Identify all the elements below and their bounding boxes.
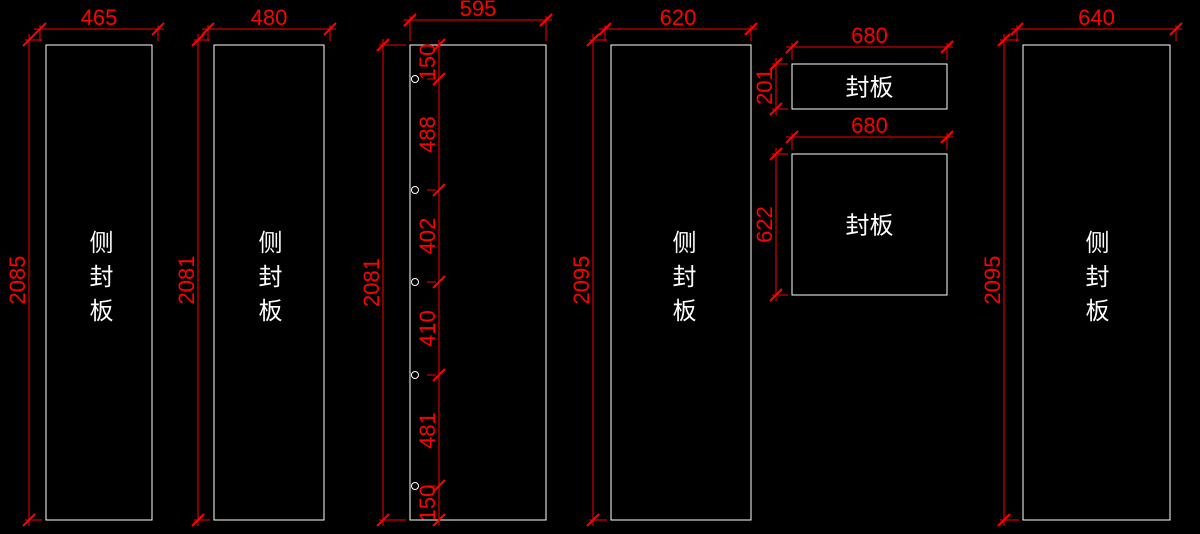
dimension-tick bbox=[785, 130, 799, 144]
hinge-hole-icon bbox=[411, 75, 419, 83]
width-dimension-text: 680 bbox=[851, 113, 888, 138]
height-dimension-text: 2081 bbox=[359, 258, 384, 307]
dimension-tick bbox=[769, 57, 783, 71]
dimension-tick bbox=[432, 479, 446, 493]
panel-outline bbox=[1022, 44, 1171, 521]
panel-outline bbox=[610, 44, 752, 521]
dimension-tick bbox=[376, 513, 390, 527]
width-dimension-text: 465 bbox=[81, 5, 118, 30]
dimension-tick bbox=[744, 22, 758, 36]
panel-label: 侧封板 bbox=[85, 230, 113, 332]
dimension-tick bbox=[33, 22, 47, 36]
panel-5: 680 201 封板 bbox=[752, 23, 954, 116]
dimension-tick bbox=[191, 513, 205, 527]
dimension-tick bbox=[769, 102, 783, 116]
panel-outline bbox=[791, 153, 948, 296]
dimension-tick bbox=[997, 513, 1011, 527]
hinge-hole-icon bbox=[411, 186, 419, 194]
panel-1: 465 2085 侧封板 bbox=[5, 5, 165, 527]
panel-7: 640 2095 侧封板 bbox=[980, 5, 1183, 527]
height-dimension-text: 2085 bbox=[5, 256, 30, 305]
dimension-tick bbox=[432, 275, 446, 289]
hinge-hole-icon bbox=[411, 371, 419, 379]
panel-label: 封板 bbox=[846, 212, 894, 240]
dimension-tick bbox=[22, 33, 36, 47]
segment-dimension-text: 488 bbox=[415, 116, 440, 153]
dimension-tick bbox=[586, 513, 600, 527]
dimension-tick bbox=[432, 38, 446, 52]
dimension-tick bbox=[432, 368, 446, 382]
dimension-tick bbox=[432, 513, 446, 527]
hinge-hole-icon bbox=[411, 482, 419, 490]
dimension-tick bbox=[323, 22, 337, 36]
panel-label: 侧封板 bbox=[1081, 230, 1109, 332]
width-dimension-text: 680 bbox=[851, 23, 888, 48]
dimension-tick bbox=[191, 33, 205, 47]
height-dimension-text: 2095 bbox=[569, 256, 594, 305]
dimension-tick bbox=[403, 13, 417, 27]
dimension-tick bbox=[940, 40, 954, 54]
dimension-tick bbox=[940, 130, 954, 144]
segment-dimension-text: 402 bbox=[415, 218, 440, 255]
panel-label: 侧封板 bbox=[668, 230, 696, 332]
panel-outline bbox=[791, 63, 948, 110]
dimension-tick bbox=[997, 33, 1011, 47]
dimension-tick bbox=[1010, 22, 1024, 36]
segment-dimension-text: 481 bbox=[415, 412, 440, 449]
hinge-hole-icon bbox=[411, 278, 419, 286]
width-dimension-text: 480 bbox=[251, 5, 288, 30]
dimension-tick bbox=[151, 22, 165, 36]
panel-outline bbox=[409, 44, 547, 521]
panel-3: 595 2081 150 488 402 410 481 150 bbox=[359, 0, 553, 527]
segment-dimension-text: 410 bbox=[415, 310, 440, 347]
panel-6: 680 622 封板 bbox=[752, 113, 954, 302]
dimension-tick bbox=[376, 38, 390, 52]
panel-label: 侧封板 bbox=[254, 230, 282, 332]
dimension-tick bbox=[432, 72, 446, 86]
panel-4: 620 2095 侧封板 bbox=[569, 5, 758, 527]
dimension-tick bbox=[201, 22, 215, 36]
panel-outline bbox=[45, 44, 153, 521]
dimension-tick bbox=[22, 513, 36, 527]
width-dimension-text: 595 bbox=[460, 0, 497, 21]
dimension-tick bbox=[586, 33, 600, 47]
dimension-tick bbox=[785, 40, 799, 54]
width-dimension-text: 640 bbox=[1078, 5, 1115, 30]
dimension-tick bbox=[769, 147, 783, 161]
height-dimension-text: 2081 bbox=[174, 256, 199, 305]
dimension-tick bbox=[598, 22, 612, 36]
dimension-tick bbox=[539, 13, 553, 27]
width-dimension-text: 620 bbox=[660, 5, 697, 30]
panel-outline bbox=[213, 44, 325, 521]
segment-dimension-text: 150 bbox=[415, 485, 440, 522]
dimension-tick bbox=[769, 288, 783, 302]
dimension-tick bbox=[432, 183, 446, 197]
height-dimension-text: 622 bbox=[752, 206, 777, 243]
dimension-tick bbox=[1169, 22, 1183, 36]
height-dimension-text: 201 bbox=[752, 68, 777, 105]
height-dimension-text: 2095 bbox=[980, 256, 1005, 305]
panel-label: 封板 bbox=[846, 74, 894, 102]
segment-dimension-text: 150 bbox=[415, 44, 440, 81]
panel-2: 480 2081 侧封板 bbox=[174, 5, 337, 527]
